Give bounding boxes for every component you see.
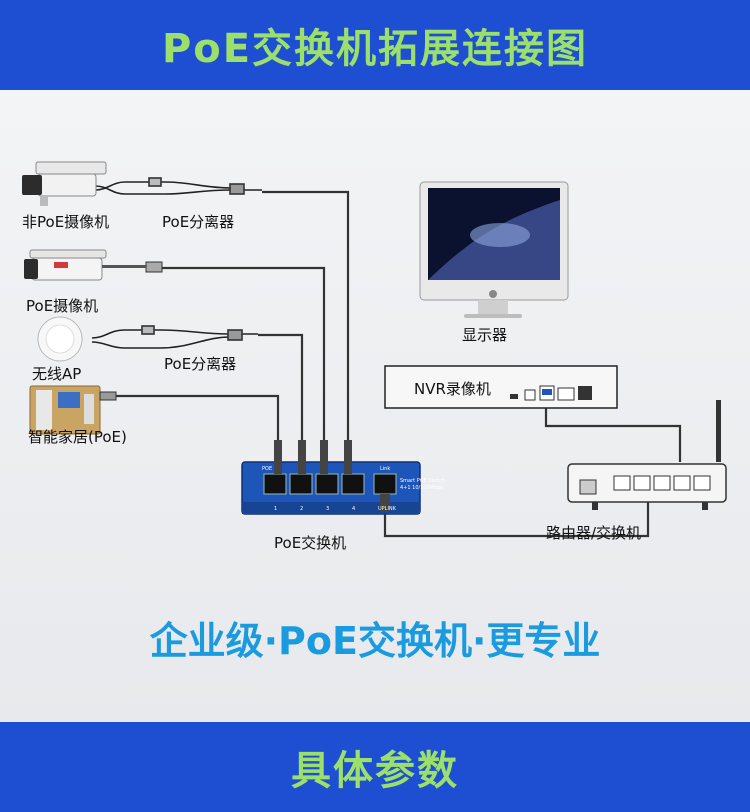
- switch-link-label: Link: [380, 466, 390, 472]
- cables: [116, 190, 682, 538]
- switch-port-number-2: 2: [300, 506, 303, 512]
- footer-title: 具体参数: [291, 748, 459, 794]
- switch-poe-label: POE: [262, 466, 272, 472]
- switch-brand: Smart POE Switch: [400, 478, 445, 484]
- switch-port-4: [341, 473, 365, 495]
- cable-uplink-router: [383, 498, 650, 538]
- switch-port-1: [263, 473, 287, 495]
- switch-port-3: [315, 473, 339, 495]
- poe-switch-device: [241, 440, 421, 515]
- monitor-icon: [419, 181, 569, 318]
- cable-smart-home-port1: [116, 394, 280, 440]
- cable-splitter2-port2: [258, 333, 304, 440]
- router-icon: [567, 400, 727, 510]
- switch-port-number-4: 4: [352, 506, 355, 512]
- cable-splitter1-port4: [262, 190, 350, 440]
- poe-camera-connector: [145, 261, 163, 273]
- splitter-2: [91, 325, 258, 349]
- non-poe-camera-icon: [22, 161, 107, 206]
- label-nvr: NVR录像机: [414, 380, 491, 398]
- switch-port-number-1: 1: [274, 506, 277, 512]
- label-router: 路由器/交换机: [546, 524, 642, 542]
- switch-uplink-label: UPLINK: [378, 506, 397, 512]
- switch-port-2: [289, 473, 313, 495]
- switch-uplink-port: [373, 473, 397, 495]
- switch-port-number-3: 3: [326, 506, 329, 512]
- label-smart-home: 智能家居(PoE): [28, 428, 127, 446]
- slogan: 企业级·PoE交换机·更专业: [149, 619, 601, 663]
- switch-panel-text: POE Link Smart POE Switch 4+1 10/100Mbps…: [262, 466, 445, 512]
- nvr-device-icon: [384, 365, 618, 409]
- diagram-area: POE Link Smart POE Switch 4+1 10/100Mbps…: [0, 90, 750, 722]
- label-camera-non-poe: 非PoE摄像机: [22, 213, 110, 231]
- connection-diagram: POE Link Smart POE Switch 4+1 10/100Mbps…: [22, 161, 727, 538]
- header-banner: PoE交换机拓展连接图: [0, 0, 750, 90]
- page-title: PoE交换机拓展连接图: [161, 26, 589, 72]
- cable-nvr-router: [544, 405, 682, 462]
- splitter-1: [94, 177, 262, 195]
- cable-poe-camera-port3: [162, 266, 326, 440]
- footer-banner: 具体参数: [0, 722, 750, 812]
- poe-camera-icon: [24, 249, 146, 281]
- label-splitter-1: PoE分离器: [162, 213, 235, 231]
- label-poe-switch: PoE交换机: [274, 534, 347, 552]
- label-monitor: 显示器: [462, 326, 508, 344]
- label-camera-poe: PoE摄像机: [26, 297, 99, 315]
- smart-home-panel-icon: [29, 385, 117, 435]
- switch-spec: 4+1 10/100Mbps: [400, 485, 443, 491]
- label-wireless-ap: 无线AP: [32, 365, 82, 383]
- wireless-ap-icon: [37, 316, 83, 362]
- label-splitter-2: PoE分离器: [164, 355, 237, 373]
